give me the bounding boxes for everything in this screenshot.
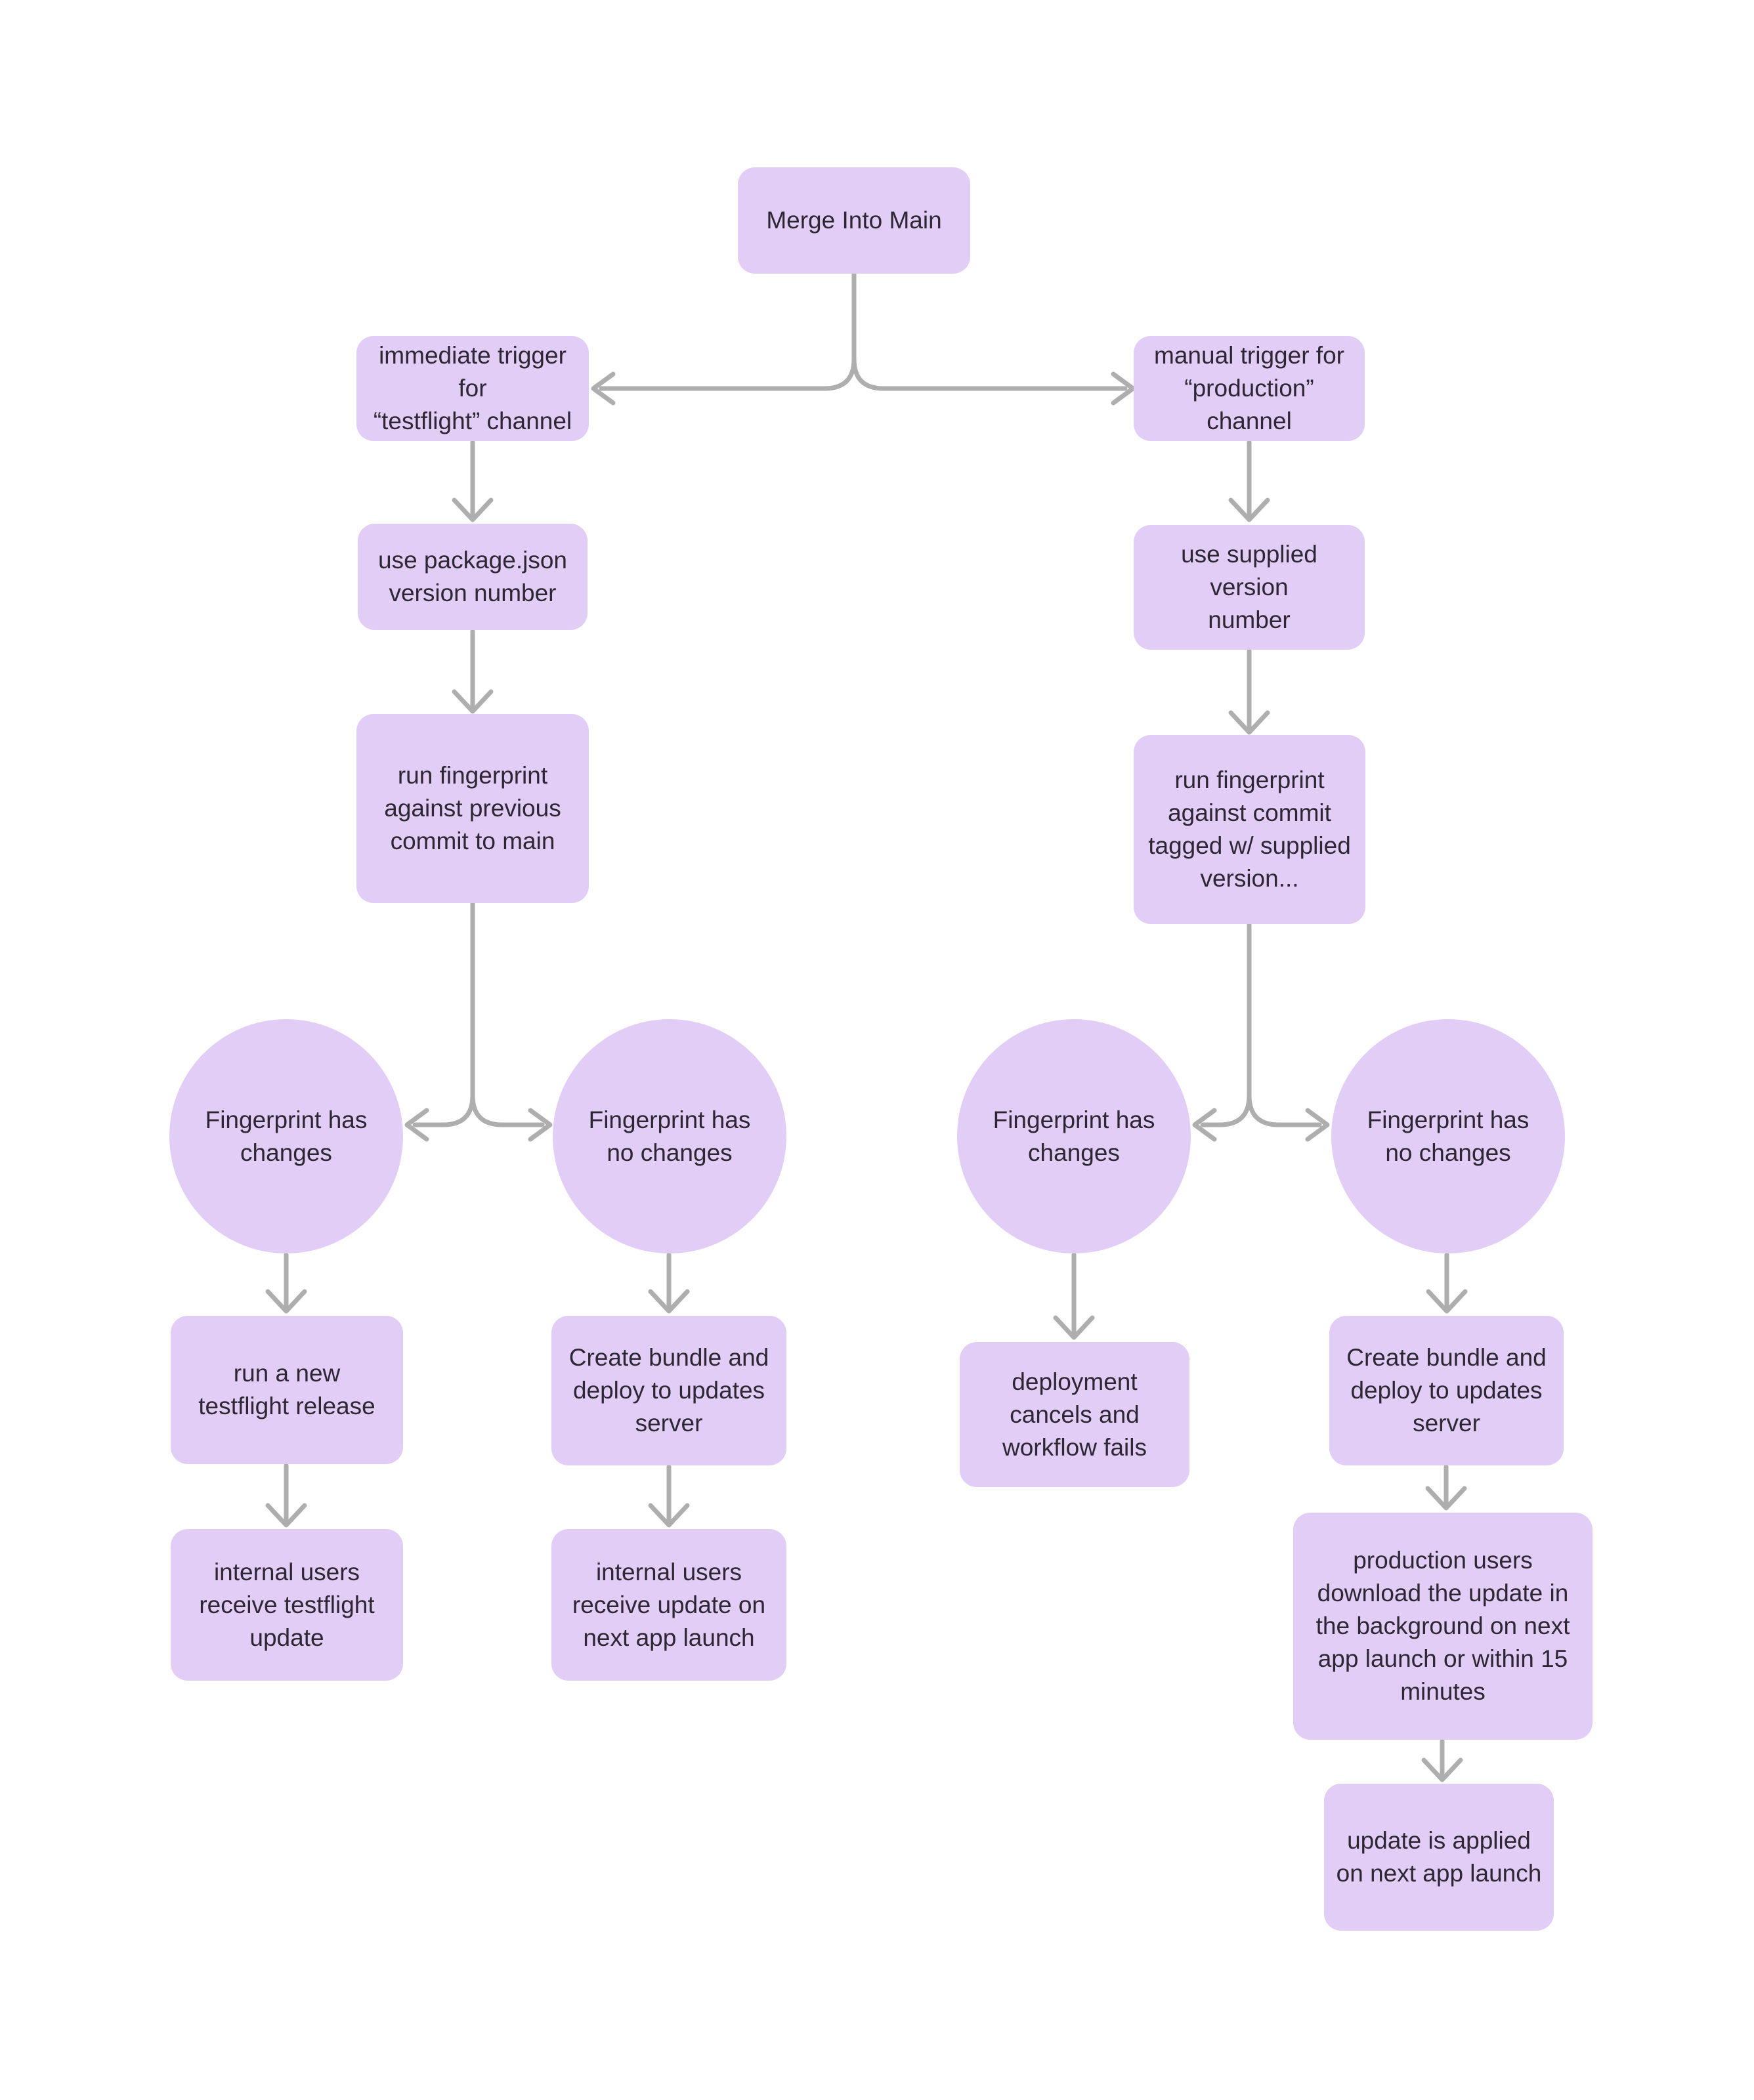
node-label: production users download the update in … (1316, 1547, 1570, 1705)
node-label: internal users receive testflight update (199, 1558, 375, 1651)
arrowhead-testflight-to-package (452, 497, 494, 522)
arrowhead-fp-prev-split-left (404, 1108, 429, 1142)
node-label: run fingerprint against commit tagged w/… (1148, 766, 1351, 892)
connector-merge-split-left (599, 271, 857, 391)
connector-merge-split-right (851, 356, 1128, 391)
arrowhead-tf-nochanges-to-bundle (648, 1289, 690, 1314)
arrowhead-fp-tag-split-right (1305, 1108, 1330, 1142)
node-tf-fingerprint-changes[interactable]: Fingerprint has changes (169, 1019, 403, 1253)
node-internal-users-testflight[interactable]: internal users receive testflight update (171, 1529, 403, 1681)
node-label: Fingerprint has changes (205, 1106, 368, 1166)
node-package-json-version[interactable]: use package.json version number (358, 524, 588, 630)
node-production-trigger[interactable]: manual trigger for “production” channel (1134, 336, 1365, 441)
connector-fp-prev-split-left (412, 901, 475, 1127)
arrowhead-download-to-applied (1421, 1757, 1463, 1782)
arrowhead-merge-split-left (591, 371, 616, 406)
arrowhead-fp-tag-split-left (1192, 1108, 1217, 1142)
arrowhead-bundle-to-internal (648, 1503, 690, 1528)
connector-fp-tag-split-left (1200, 922, 1252, 1127)
node-fingerprint-previous[interactable]: run fingerprint against previous commit … (356, 714, 589, 903)
node-label: Create bundle and deploy to updates serv… (1346, 1344, 1547, 1437)
node-label: update is applied on next app launch (1336, 1827, 1542, 1887)
node-update-applied[interactable]: update is applied on next app launch (1324, 1784, 1554, 1931)
node-tf-fingerprint-no-changes[interactable]: Fingerprint has no changes (553, 1019, 786, 1253)
connector-fp-prev-split-right (470, 1093, 545, 1127)
arrowhead-pr-nochanges-to-bundle (1426, 1289, 1468, 1314)
node-label: internal users receive update on next ap… (572, 1558, 766, 1651)
node-label: use package.json version number (378, 547, 567, 606)
node-testflight-release[interactable]: run a new testflight release (171, 1316, 403, 1464)
node-label: Fingerprint has no changes (588, 1106, 751, 1166)
node-label: Create bundle and deploy to updates serv… (568, 1344, 769, 1437)
node-pr-create-bundle[interactable]: Create bundle and deploy to updates serv… (1329, 1316, 1564, 1465)
node-production-download[interactable]: production users download the update in … (1293, 1513, 1593, 1740)
node-deployment-cancels[interactable]: deployment cancels and workflow fails (960, 1342, 1189, 1487)
node-label: manual trigger for “production” channel (1154, 342, 1344, 434)
node-pr-fingerprint-changes[interactable]: Fingerprint has changes (957, 1019, 1191, 1253)
arrowhead-release-to-internal (265, 1503, 307, 1528)
node-label: Fingerprint has no changes (1367, 1106, 1529, 1166)
node-internal-users-launch[interactable]: internal users receive update on next ap… (551, 1529, 786, 1681)
arrowhead-tf-changes-to-release (265, 1289, 307, 1314)
node-label: run fingerprint against previous commit … (384, 762, 561, 854)
node-testflight-trigger[interactable]: immediate trigger for “testflight” chann… (356, 336, 589, 441)
node-label: immediate trigger for “testflight” chann… (373, 342, 572, 434)
arrowhead-package-to-fingerprint (452, 689, 494, 714)
node-fingerprint-tagged[interactable]: run fingerprint against commit tagged w/… (1134, 735, 1365, 924)
arrowhead-supplied-to-fingerprint (1228, 710, 1270, 735)
arrowhead-production-to-supplied (1228, 497, 1270, 522)
arrowhead-bundle-to-download (1425, 1486, 1467, 1511)
node-merge-into-main[interactable]: Merge Into Main (738, 167, 970, 274)
connector-fp-tag-split-right (1247, 1093, 1322, 1127)
node-supplied-version[interactable]: use supplied version number (1134, 525, 1365, 650)
arrowhead-fp-prev-split-right (528, 1108, 553, 1142)
node-label: deployment cancels and workflow fails (1002, 1368, 1147, 1461)
arrowhead-pr-changes-to-cancel (1053, 1315, 1095, 1340)
node-tf-create-bundle[interactable]: Create bundle and deploy to updates serv… (551, 1316, 786, 1465)
arrowhead-merge-split-right (1111, 371, 1136, 406)
node-pr-fingerprint-no-changes[interactable]: Fingerprint has no changes (1331, 1019, 1565, 1253)
node-label: use supplied version number (1181, 541, 1317, 633)
node-label: Fingerprint has changes (993, 1106, 1155, 1166)
node-label: run a new testflight release (198, 1360, 375, 1419)
node-label: Merge Into Main (766, 207, 942, 234)
